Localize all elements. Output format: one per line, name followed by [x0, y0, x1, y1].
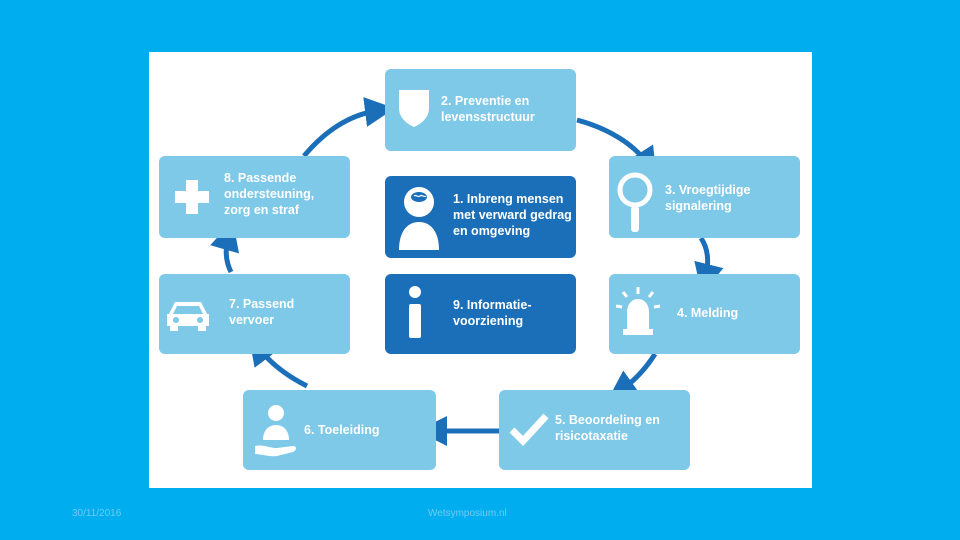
step-1-label: 1. Inbreng mensen met verward gedrag en …	[453, 192, 572, 238]
step-4-label: 4. Melding	[677, 306, 739, 320]
step-7-label: 7. Passend vervoer	[229, 297, 295, 327]
step-1-box: 1. Inbreng mensen met verward gedrag en …	[385, 176, 576, 258]
arrow-8-to-2	[302, 97, 395, 158]
step-8-box: 8. Passende ondersteuning, zorg en straf	[159, 156, 350, 238]
info-icon	[409, 286, 421, 338]
step-3-box: 3. Vroegtijdige signalering	[609, 156, 800, 238]
step-2-box: 2. Preventie en levensstructuur	[385, 69, 576, 151]
arrow-7-to-8	[210, 220, 240, 274]
step-6-label: 6. Toeleiding	[304, 423, 380, 437]
hand-person-icon	[255, 405, 296, 457]
step-9-box: 9. Informatie- voorziening	[385, 274, 576, 354]
checkmark-icon	[509, 413, 549, 446]
diagram-image: 2. Preventie en levensstructuur 3. Vroeg…	[149, 52, 812, 488]
footer-source: Wetsymposium.nl	[428, 508, 507, 519]
car-icon	[167, 302, 209, 331]
step-9-label: 9. Informatie- voorziening	[453, 298, 532, 328]
siren-icon	[615, 287, 661, 335]
cycle-arrows	[210, 97, 724, 446]
step-7-box: 7. Passend vervoer	[159, 274, 350, 354]
step-5-label: 5. Beoordeling en risicotaxatie	[555, 413, 660, 443]
footer-date: 30/11/2016	[72, 508, 122, 519]
step-8-label: 8. Passende ondersteuning, zorg en straf	[224, 171, 315, 217]
step-3-label: 3. Vroegtijdige signalering	[665, 183, 751, 213]
magnifier-icon	[617, 172, 653, 232]
shield-icon	[399, 90, 429, 127]
step-4-box: 4. Melding	[609, 274, 800, 354]
plus-icon	[175, 180, 209, 214]
step-6-box: 6. Toeleiding	[243, 390, 436, 470]
arrow-4-to-5	[607, 352, 658, 401]
step-2-label: 2. Preventie en levensstructuur	[441, 94, 535, 124]
step-5-box: 5. Beoordeling en risicotaxatie	[499, 390, 690, 470]
person-brain-icon	[399, 187, 439, 250]
